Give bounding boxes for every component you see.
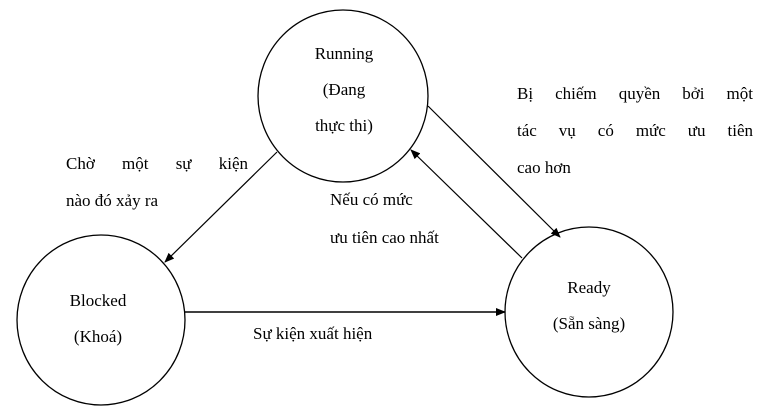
running-subtitle-1: (Đang [322,80,366,99]
ready-label: Ready (Sẵn sàng) [553,278,625,334]
running-label: Running (Đang thực thi) [315,44,374,136]
arrow-running-to-blocked [164,151,278,263]
highest-priority-line-1: Nếu có mức [330,190,413,209]
running-subtitle-2: thực thi) [315,116,373,135]
event-occurs-label: Sự kiện xuất hiện [253,324,373,343]
preempted-label: Bị chiếm quyền bởi một tác vụ có mức ưu … [517,84,753,178]
blocked-label: Blocked (Khoá) [70,291,127,347]
highest-priority-line-2: ưu tiên cao nhất [330,228,439,247]
preempted-line-3: cao hơn [517,158,571,177]
wait-event-line-2: nào đó xảy ra [66,191,159,210]
wait-event-line-1: Chờ một sự kiện [66,154,248,173]
blocked-state-node [16,234,186,406]
arrow-ready-to-running [410,149,523,259]
blocked-subtitle: (Khoá) [73,327,123,346]
preempted-line-1: Bị chiếm quyền bởi một [517,84,753,103]
blocked-title: Blocked [69,291,127,310]
preempted-line-2: tác vụ có mức ưu tiên [517,121,753,140]
wait-event-label: Chờ một sự kiện nào đó xảy ra [66,154,248,211]
running-state-node [257,9,429,183]
ready-title: Ready [567,278,611,297]
arrow-running-to-ready [427,105,561,238]
ready-subtitle: (Sẵn sàng) [552,314,626,333]
highest-priority-label: Nếu có mức ưu tiên cao nhất [330,190,439,248]
running-title: Running [314,44,374,63]
